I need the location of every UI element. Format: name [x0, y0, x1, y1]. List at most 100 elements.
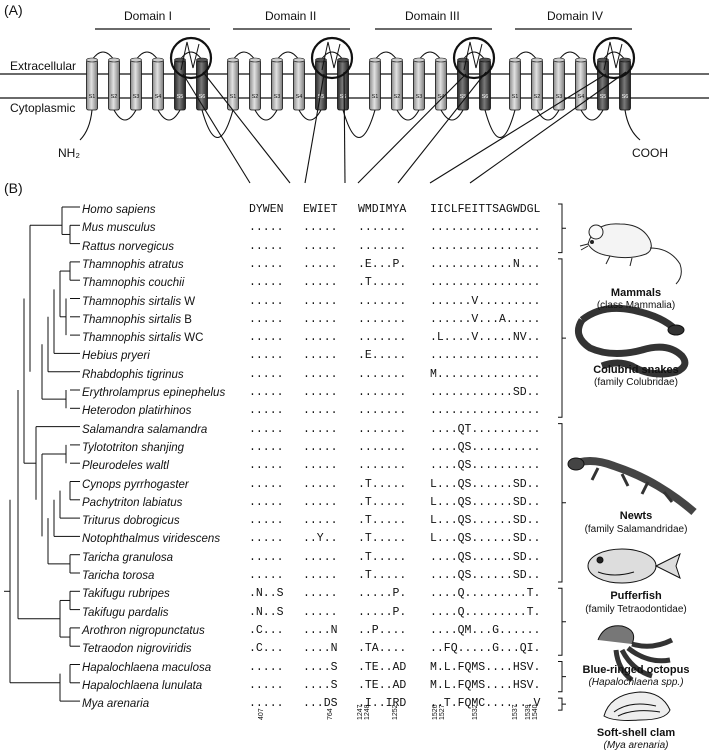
connector-line [469, 71, 627, 184]
species-name: Salamandra salamandra [82, 421, 207, 439]
segment-label: S3 [274, 94, 281, 100]
connector-line [182, 73, 251, 184]
segment-label: S3 [416, 94, 423, 100]
cytoplasmic-label: Cytoplasmic [10, 101, 76, 115]
species-binomial: Hapalochlaena maculosa [82, 661, 212, 674]
sequence-s2: ..... [303, 422, 338, 436]
loop [580, 109, 604, 121]
sequence-s2: EWIET [303, 203, 338, 216]
species-binomial: Takifugu rubripes [82, 588, 170, 601]
sequence-s2: ....S [303, 678, 338, 692]
species-name: Takifugu pardalis [82, 604, 169, 622]
transmembrane-segment: S2 [531, 57, 543, 111]
sequence-s4: ....QS.......... [430, 459, 541, 473]
alignment-row: Rattus norvegicus.......................… [0, 238, 709, 256]
transmembrane-segment: S3 [553, 57, 565, 111]
group-title-pufferfish: Pufferfish [610, 590, 662, 602]
sequence-s3: ....... [358, 221, 407, 235]
group-title-snakes: Colubrid snakes [593, 364, 679, 376]
species-binomial: Triturus dobrogicus [82, 515, 180, 528]
species-name: Taricha torosa [82, 567, 154, 585]
sequence-s4: ....QT.......... [430, 422, 541, 436]
group-title-clam: Soft-shell clam [596, 727, 676, 739]
sequence-s2: ..... [303, 404, 338, 418]
sequence-s4: M.L.FQMS....HSV. [430, 660, 541, 674]
transmembrane-segment: S4 [293, 57, 305, 111]
species-name: Mya arenaria [82, 695, 149, 713]
species-name: Tylototriton shanjing [82, 439, 184, 457]
loop [91, 51, 115, 61]
loop [232, 51, 256, 61]
species-binomial: Pachytriton labiatus [82, 496, 183, 509]
segment-label: S1 [372, 94, 379, 100]
alignment-row: Pleurodeles waltl.....................QS… [0, 457, 709, 475]
group-sub-newts: (family Salamandridae) [584, 524, 688, 535]
pore-loop-circle [592, 36, 636, 80]
species-name: Mus musculus [82, 219, 156, 237]
segment-label: S5 [177, 94, 184, 100]
extracellular-label: Extracellular [10, 59, 77, 73]
sequence-s1: ..... [249, 678, 284, 692]
octopus-illustration [597, 625, 674, 683]
sequence-s3: .T..... [358, 514, 407, 528]
sequence-s2: ..... [303, 495, 338, 509]
sequence-s4: M.L.FQMS....HSV. [430, 678, 541, 692]
segment-label: S1 [512, 94, 519, 100]
alignment-row: Erythrolamprus epinephelus..............… [0, 384, 709, 402]
species-name: Tetraodon nigroviridis [82, 640, 192, 658]
sequence-s2: ....S [303, 660, 338, 674]
sequence-s2: ...DS [303, 697, 338, 711]
sequence-s4: L...QS......SD.. [430, 477, 541, 491]
alignment-row: Mus musculus............................… [0, 219, 709, 237]
alignment-row: Takifugu rubripes.N..S..........P.....Q.… [0, 585, 709, 603]
sequence-s4: ....QS......SD.. [430, 569, 541, 582]
sequence-s1: ..... [249, 495, 284, 509]
sequence-s2: ..... [303, 221, 338, 235]
sequence-s1: ..... [249, 440, 284, 454]
sequence-s4: ......V...A..... [430, 312, 541, 326]
sequence-s2: ..... [303, 569, 338, 582]
sequence-s3: .E..... [358, 349, 407, 363]
segment-label: S4 [438, 94, 445, 100]
segment-label: S4 [578, 94, 585, 100]
sequence-s4: IICLFEITTSAGWDGL [430, 203, 541, 216]
sequence-s4: L...QS......SD.. [430, 495, 541, 509]
segment-label: S3 [133, 94, 140, 100]
group-bracket [558, 661, 566, 693]
loop [135, 51, 159, 61]
loop [602, 51, 626, 61]
segment-label: S4 [155, 94, 162, 100]
alignment-row: Hebius pryeri...........E...............… [0, 347, 709, 365]
sequence-s1: .N..S [249, 605, 284, 619]
sequence-s3: ....... [358, 331, 407, 345]
species-name: Notophthalmus viridescens [82, 530, 220, 548]
sequence-s1: ..... [249, 331, 284, 345]
species-binomial: Hebius pryeri [82, 350, 150, 363]
transmembrane-segment: S4 [435, 57, 447, 111]
segment-label: S3 [556, 94, 563, 100]
sequence-s1: ..... [249, 569, 284, 582]
alignment-row: Thamnophis sirtalis WC..................… [0, 329, 709, 347]
pore-loop [463, 41, 483, 71]
sequence-s1: ..... [249, 532, 284, 546]
species-name: Taricha granulosa [82, 549, 173, 567]
sequence-s2: ..... [303, 276, 338, 290]
sequence-s1: ..... [249, 312, 284, 326]
sequence-s3: .T..... [358, 477, 407, 491]
sequence-s1: ..... [249, 349, 284, 363]
segment-label: S2 [394, 94, 401, 100]
loop [254, 109, 278, 121]
sequence-s1: .C... [249, 642, 284, 656]
group-sub-pufferfish: (family Tetraodontidae) [585, 604, 687, 615]
phylogenetic-tree [4, 206, 80, 702]
alignment-row: Heterodon platirhinos...................… [0, 402, 709, 420]
species-binomial: Salamandra salamandra [82, 423, 208, 436]
pufferfish-illustration [587, 548, 681, 584]
sequence-s4: ................ [430, 221, 541, 235]
sequence-s2: ..... [303, 550, 338, 564]
species-name: Hapalochlaena maculosa [82, 659, 211, 677]
sequence-s3: ..P.... [358, 623, 407, 637]
group-title-octopus: Blue-ringed octopus [582, 664, 690, 676]
sequence-s4: ....QS.......... [430, 440, 541, 454]
